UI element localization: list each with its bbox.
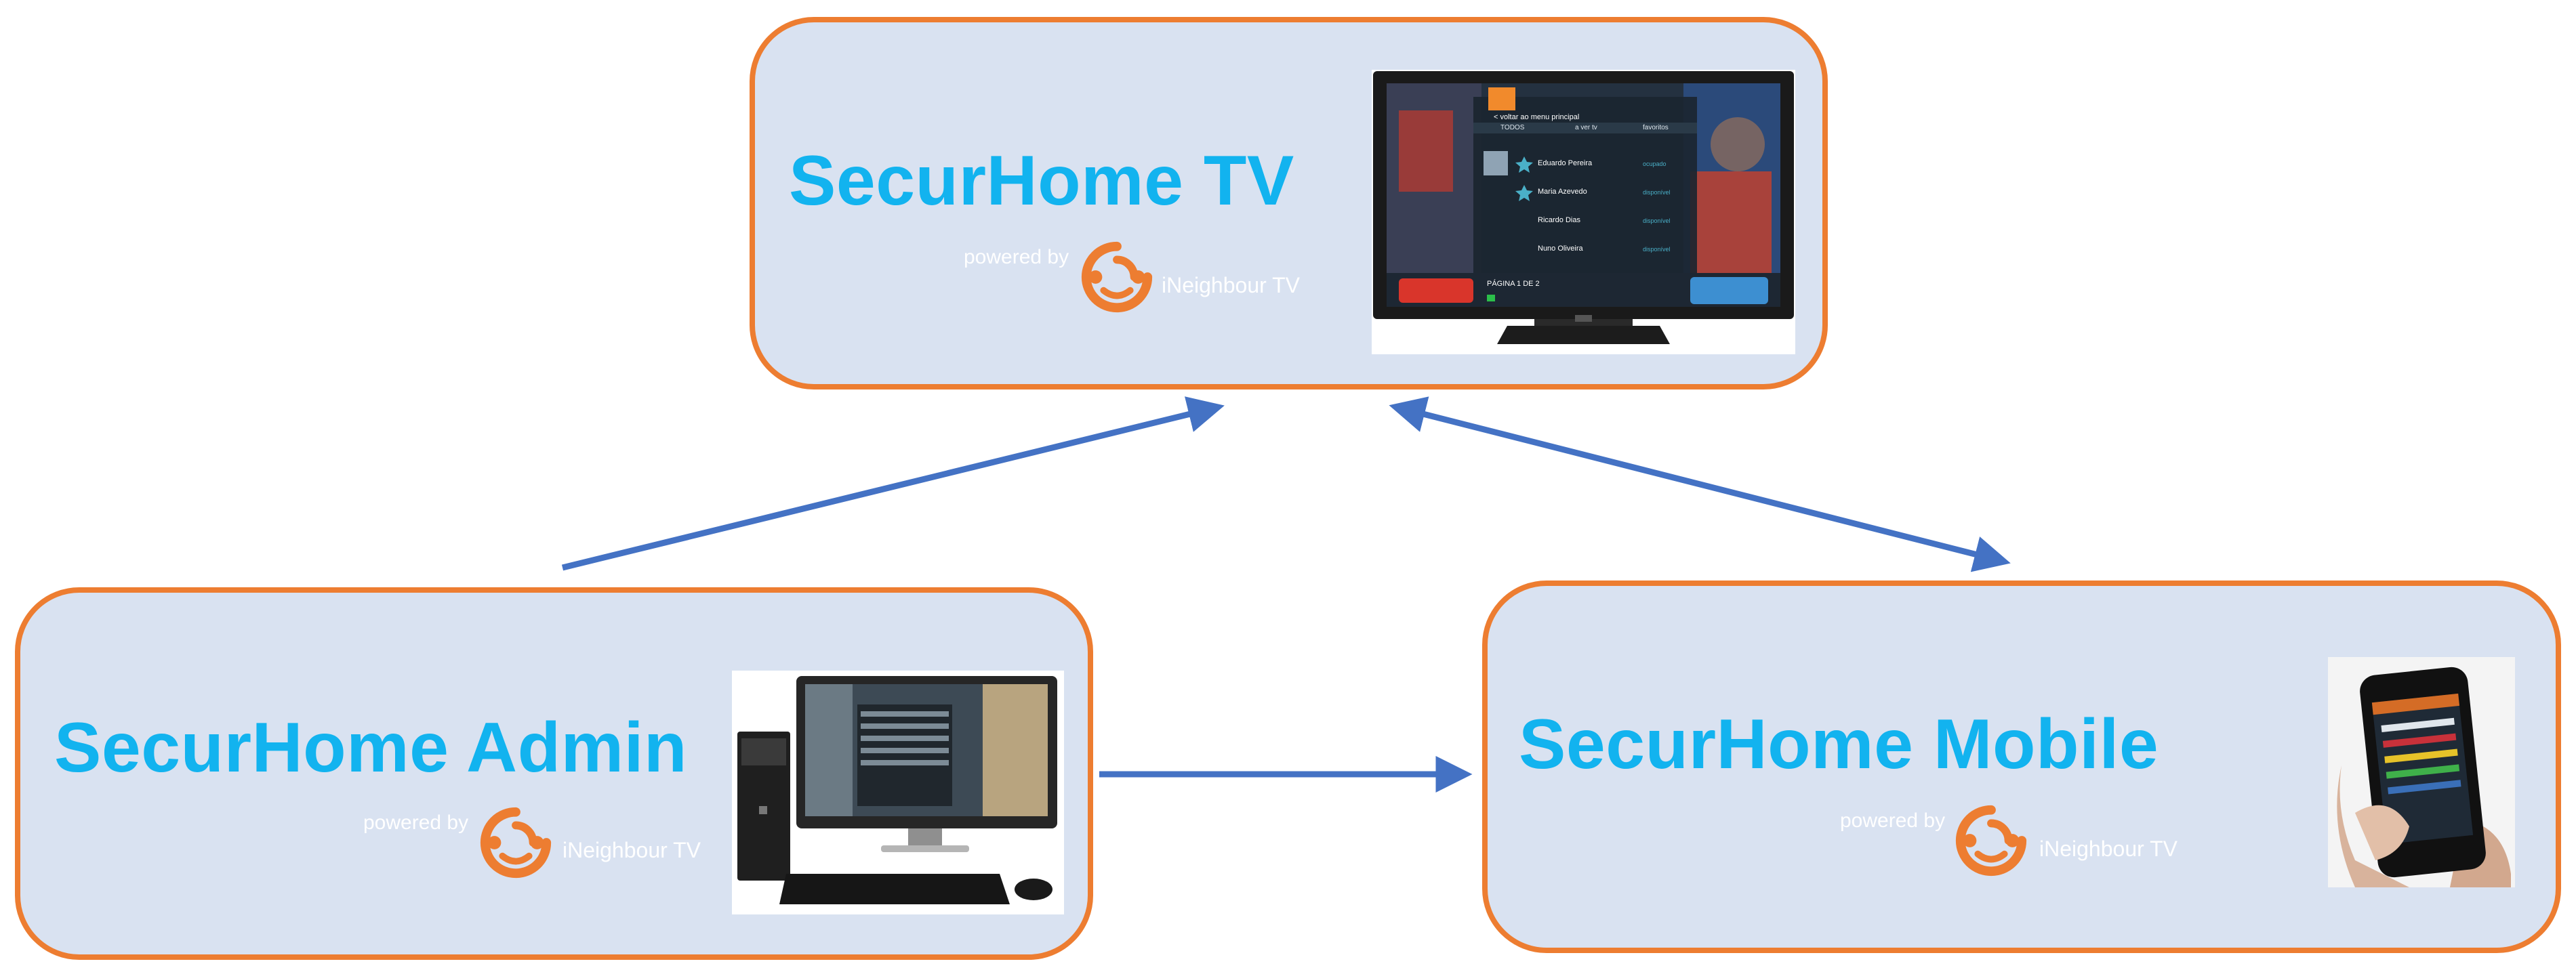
- smartphone-image: [2328, 657, 2515, 887]
- tv-contact-name: Maria Azevedo: [1538, 188, 1587, 196]
- tv-contact-status: disponível: [1643, 189, 1671, 196]
- tv-image: < voltar ao menu principal TODOS a ver t…: [1372, 70, 1795, 354]
- tv-tab-all: TODOS: [1500, 124, 1525, 131]
- ineighbour-logo-icon: [1081, 241, 1153, 313]
- tv-contact-status: disponível: [1643, 217, 1671, 224]
- powered-by-label: powered by: [964, 246, 1069, 268]
- tv-page-indicator: PÁGINA 1 DE 2: [1487, 280, 1540, 288]
- ineighbour-logo-icon: [1955, 805, 2027, 877]
- desktop-computer-icon: [732, 671, 1064, 914]
- tv-contact-status: ocupado: [1643, 161, 1667, 167]
- tv-back-link: < voltar ao menu principal: [1494, 113, 1580, 121]
- securhome-tv-node: SecurHome TV powered by iNeighbour TV: [750, 17, 1828, 389]
- powered-by-label: powered by: [1840, 809, 1946, 832]
- tv-contact-name: Eduardo Pereira: [1538, 159, 1593, 167]
- node-title: SecurHome Mobile: [1519, 705, 2159, 784]
- desktop-computer-image: [732, 671, 1064, 914]
- smartphone-icon: [2328, 657, 2515, 887]
- brand-name: iNeighbour TV: [563, 838, 701, 862]
- brand-name: iNeighbour TV: [2039, 837, 2178, 861]
- tv-contact-name: Ricardo Dias: [1538, 216, 1580, 224]
- tv-contact-name: Nuno Oliveira: [1538, 245, 1583, 253]
- securhome-admin-node: SecurHome Admin powered by iNeighbour TV: [15, 587, 1093, 960]
- tv-tab-favorites: favoritos: [1643, 124, 1669, 131]
- television-icon: [1372, 70, 1795, 354]
- ineighbour-logo-icon: [480, 807, 552, 879]
- tv-tab-watching: a ver tv: [1575, 124, 1597, 131]
- arrow-tv-mobile-bidirectional: [1389, 396, 2011, 572]
- tv-contact-status: disponível: [1643, 246, 1671, 253]
- powered-by-label: powered by: [363, 811, 469, 834]
- node-title: SecurHome TV: [789, 142, 1294, 220]
- node-title: SecurHome Admin: [54, 709, 688, 787]
- brand-name: iNeighbour TV: [1162, 273, 1300, 297]
- securhome-mobile-node: SecurHome Mobile powered by iNeighbour T…: [1482, 581, 2561, 953]
- arrow-admin-to-tv: [561, 396, 1225, 571]
